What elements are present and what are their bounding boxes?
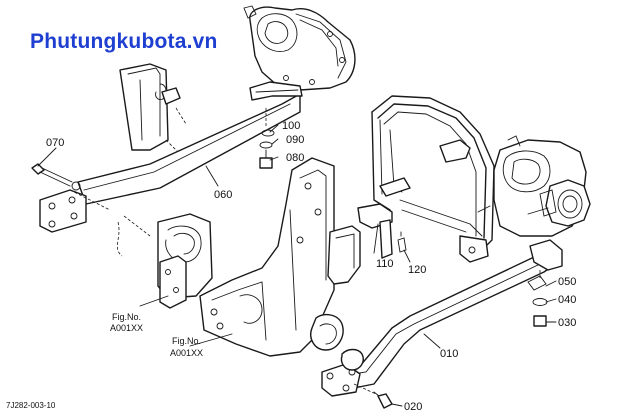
- callout-labels: 070 100 090 080 060 110 120 050 040 030 …: [46, 120, 576, 413]
- small-bracket-parts: [327, 203, 407, 285]
- frame-arm-060: [31, 81, 303, 233]
- leader-lines: [37, 124, 557, 407]
- callout-090: 090: [286, 134, 304, 146]
- callout-060: 060: [214, 189, 232, 201]
- washer-bolt-stack: [259, 108, 275, 169]
- callout-120: 120: [408, 264, 426, 276]
- right-frame: [371, 95, 495, 263]
- callout-050: 050: [558, 276, 576, 288]
- callout-110: 110: [376, 258, 394, 270]
- left-upper-bracket: [119, 63, 187, 153]
- fig-ref-2-line2: A001XX: [170, 348, 203, 358]
- right-hydraulic-unit: [493, 135, 591, 237]
- fig-ref-1-line1: Fig.No.: [112, 312, 141, 322]
- callout-010: 010: [440, 348, 458, 360]
- callout-080: 080: [286, 152, 304, 164]
- brand-watermark: Phutungkubota.vn: [30, 30, 218, 53]
- figure-references: Fig.No. A001XX Fig.No. A001XX: [110, 312, 203, 358]
- callout-040: 040: [558, 294, 576, 306]
- fig-ref-1-line2: A001XX: [110, 323, 143, 333]
- callout-030: 030: [558, 317, 576, 329]
- frame-arm-010: [321, 239, 563, 409]
- callout-100: 100: [282, 120, 300, 132]
- left-lower-bracket: [116, 213, 213, 309]
- upper-housing: [243, 5, 356, 91]
- main-mount-plate: [189, 157, 344, 357]
- callout-070: 070: [46, 137, 64, 149]
- callout-020: 020: [404, 401, 422, 413]
- drawing-code: 7J282-003-10: [6, 401, 56, 410]
- fig-ref-2-line1: Fig.No.: [172, 336, 201, 346]
